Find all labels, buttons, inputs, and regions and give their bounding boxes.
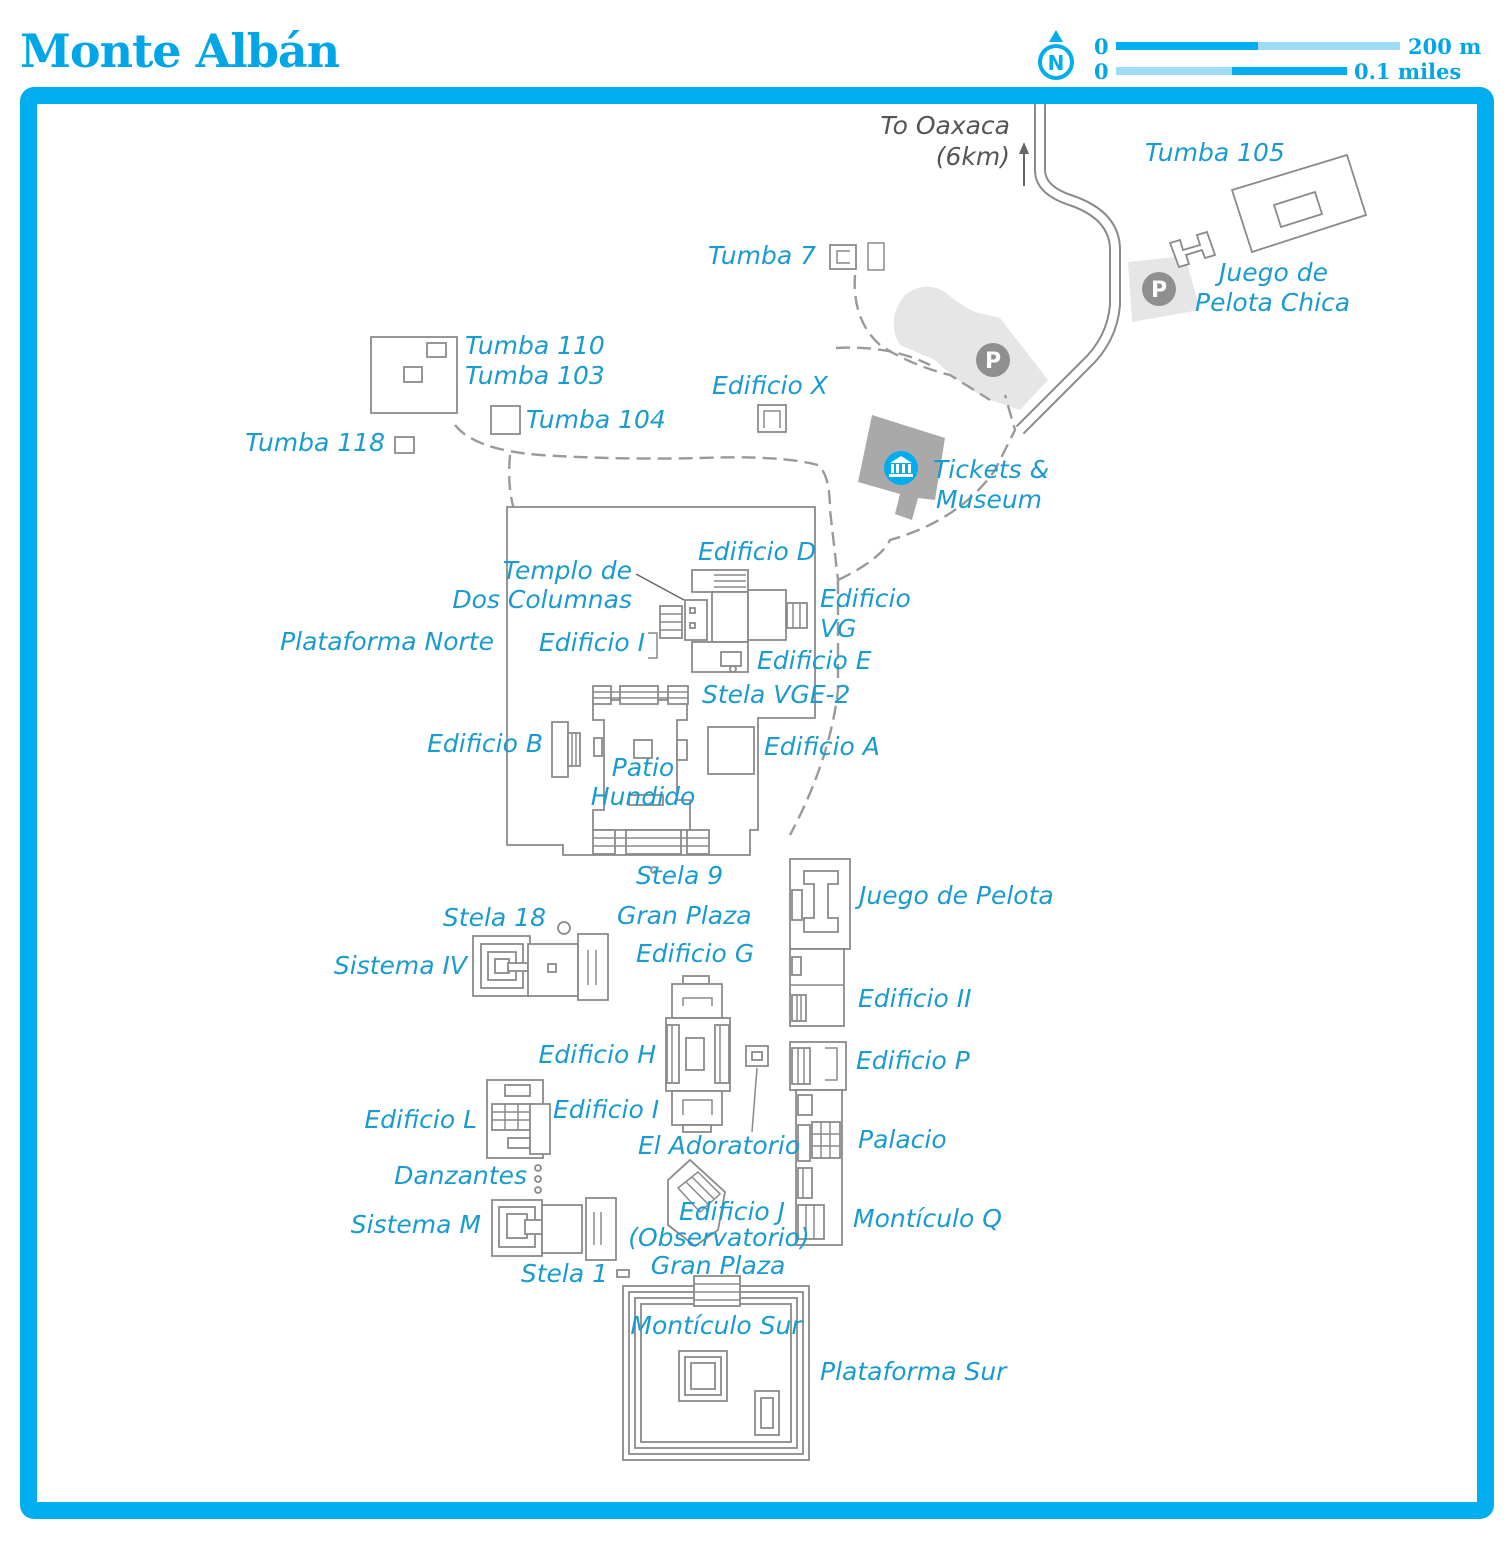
label-edificio-i: Edificio I (553, 1095, 659, 1124)
label-juego-pelota-chica: Juego de (1214, 258, 1328, 287)
label-templo-dos-columnas-2: Dos Columnas (452, 585, 632, 614)
label-edificio-h: Edificio H (539, 1040, 657, 1069)
label-edificio-vg-2: VG (820, 614, 856, 643)
label-stela-9: Stela 9 (636, 861, 723, 890)
label-stela-vge2: Stela VGE-2 (702, 680, 850, 709)
plataforma-sur (622, 1275, 810, 1461)
danzantes (534, 1164, 542, 1194)
label-edificio-x: Edificio X (712, 371, 829, 400)
label-edificio-j-observatorio: (Observatorio) (628, 1223, 809, 1252)
label-sistema-m: Sistema M (351, 1210, 481, 1239)
museum-building (858, 415, 945, 520)
plataforma-norte (506, 506, 816, 874)
label-juego-pelota-chica-2: Pelota Chica (1195, 288, 1350, 317)
juego-de-pelota-chica (1168, 230, 1217, 269)
label-edificio-ii: Edificio II (858, 984, 971, 1013)
label-plataforma-sur: Plataforma Sur (820, 1357, 1008, 1386)
north-label: N (1048, 51, 1065, 75)
label-edificio-vg: Edificio (820, 584, 911, 613)
scale-metric-end: 200 m (1408, 34, 1481, 59)
label-gran-plaza-sur: Gran Plaza (651, 1251, 786, 1280)
label-stela-1: Stela 1 (521, 1259, 608, 1288)
label-to-oaxaca-distance: (6km) (936, 142, 1010, 171)
label-edificio-i-norte: Edificio I (539, 628, 645, 657)
label-tumba-105: Tumba 105 (1145, 138, 1285, 167)
north-arrow-icon: N (1038, 30, 1074, 80)
label-gran-plaza: Gran Plaza (617, 901, 752, 930)
parking-icon: P (1151, 278, 1167, 303)
edificio-x (757, 404, 787, 433)
map-labels: To Oaxaca (6km) Tumba 105 Juego de Pelot… (245, 111, 1350, 1386)
label-museum: Museum (936, 485, 1042, 514)
label-edificio-p: Edificio P (856, 1046, 971, 1075)
label-monticulo-q: Montículo Q (853, 1204, 1002, 1233)
el-adoratorio (745, 1045, 769, 1133)
label-edificio-j: Edificio J (679, 1197, 785, 1226)
label-tumba-104: Tumba 104 (526, 405, 666, 434)
road (1015, 104, 1121, 435)
label-tumba-110: Tumba 110 (465, 331, 605, 360)
juego-de-pelota (789, 858, 851, 950)
label-edificio-g: Edificio G (636, 939, 754, 968)
label-edificio-d: Edificio D (698, 537, 816, 566)
label-sistema-iv: Sistema IV (334, 951, 469, 980)
palacio (795, 1089, 843, 1246)
tumba-110-103 (370, 336, 458, 414)
label-danzantes: Danzantes (394, 1161, 527, 1190)
parking-area-north: P (1128, 256, 1200, 322)
label-stela-18: Stela 18 (443, 903, 546, 932)
scale-imperial-end: 0.1 miles (1354, 59, 1461, 84)
label-templo-dos-columnas: Templo de (503, 556, 632, 585)
stela-1 (616, 1269, 630, 1278)
parking-icon: P (985, 349, 1001, 374)
scale-bar: 0 200 m 0 0.1 miles (1094, 34, 1481, 84)
label-edificio-b: Edificio B (427, 729, 543, 758)
label-edificio-e: Edificio E (757, 646, 872, 675)
templo-leader-line (635, 573, 685, 601)
label-tumba-7: Tumba 7 (708, 241, 816, 270)
edificio-ii (789, 948, 845, 1027)
parking-area-main: P (893, 286, 1048, 410)
label-tumba-103: Tumba 103 (465, 361, 605, 390)
edificio-j (667, 1158, 726, 1248)
sistema-iv (472, 933, 609, 1001)
label-palacio: Palacio (858, 1125, 947, 1154)
scale-imperial-start: 0 (1094, 59, 1109, 84)
tumba-118 (394, 436, 415, 454)
label-monticulo-sur: Montículo Sur (630, 1311, 803, 1340)
label-to-oaxaca: To Oaxaca (880, 111, 1010, 140)
label-patio-hundido-2: Hundido (591, 782, 695, 811)
label-patio-hundido: Patio (612, 753, 674, 782)
tumba-105 (1230, 153, 1368, 254)
tumba-7 (829, 242, 885, 271)
edificio-p (789, 1041, 847, 1091)
label-edificio-l: Edificio L (364, 1105, 477, 1134)
label-juego-de-pelota: Juego de Pelota (854, 881, 1054, 910)
scale-metric-start: 0 (1094, 34, 1109, 59)
map-title: Monte Albán (20, 24, 340, 78)
label-tumba-118: Tumba 118 (245, 428, 385, 457)
sistema-m (491, 1197, 617, 1261)
label-tickets: Tickets & (933, 455, 1049, 484)
museum-icon (889, 456, 913, 477)
label-edificio-a: Edificio A (764, 732, 880, 761)
edificio-g-h-i (665, 975, 731, 1133)
stela-18 (557, 921, 571, 935)
label-plataforma-norte: Plataforma Norte (280, 627, 494, 656)
label-el-adoratorio: El Adoratorio (638, 1131, 800, 1160)
tumba-104 (490, 405, 521, 435)
edificio-l (486, 1079, 551, 1159)
